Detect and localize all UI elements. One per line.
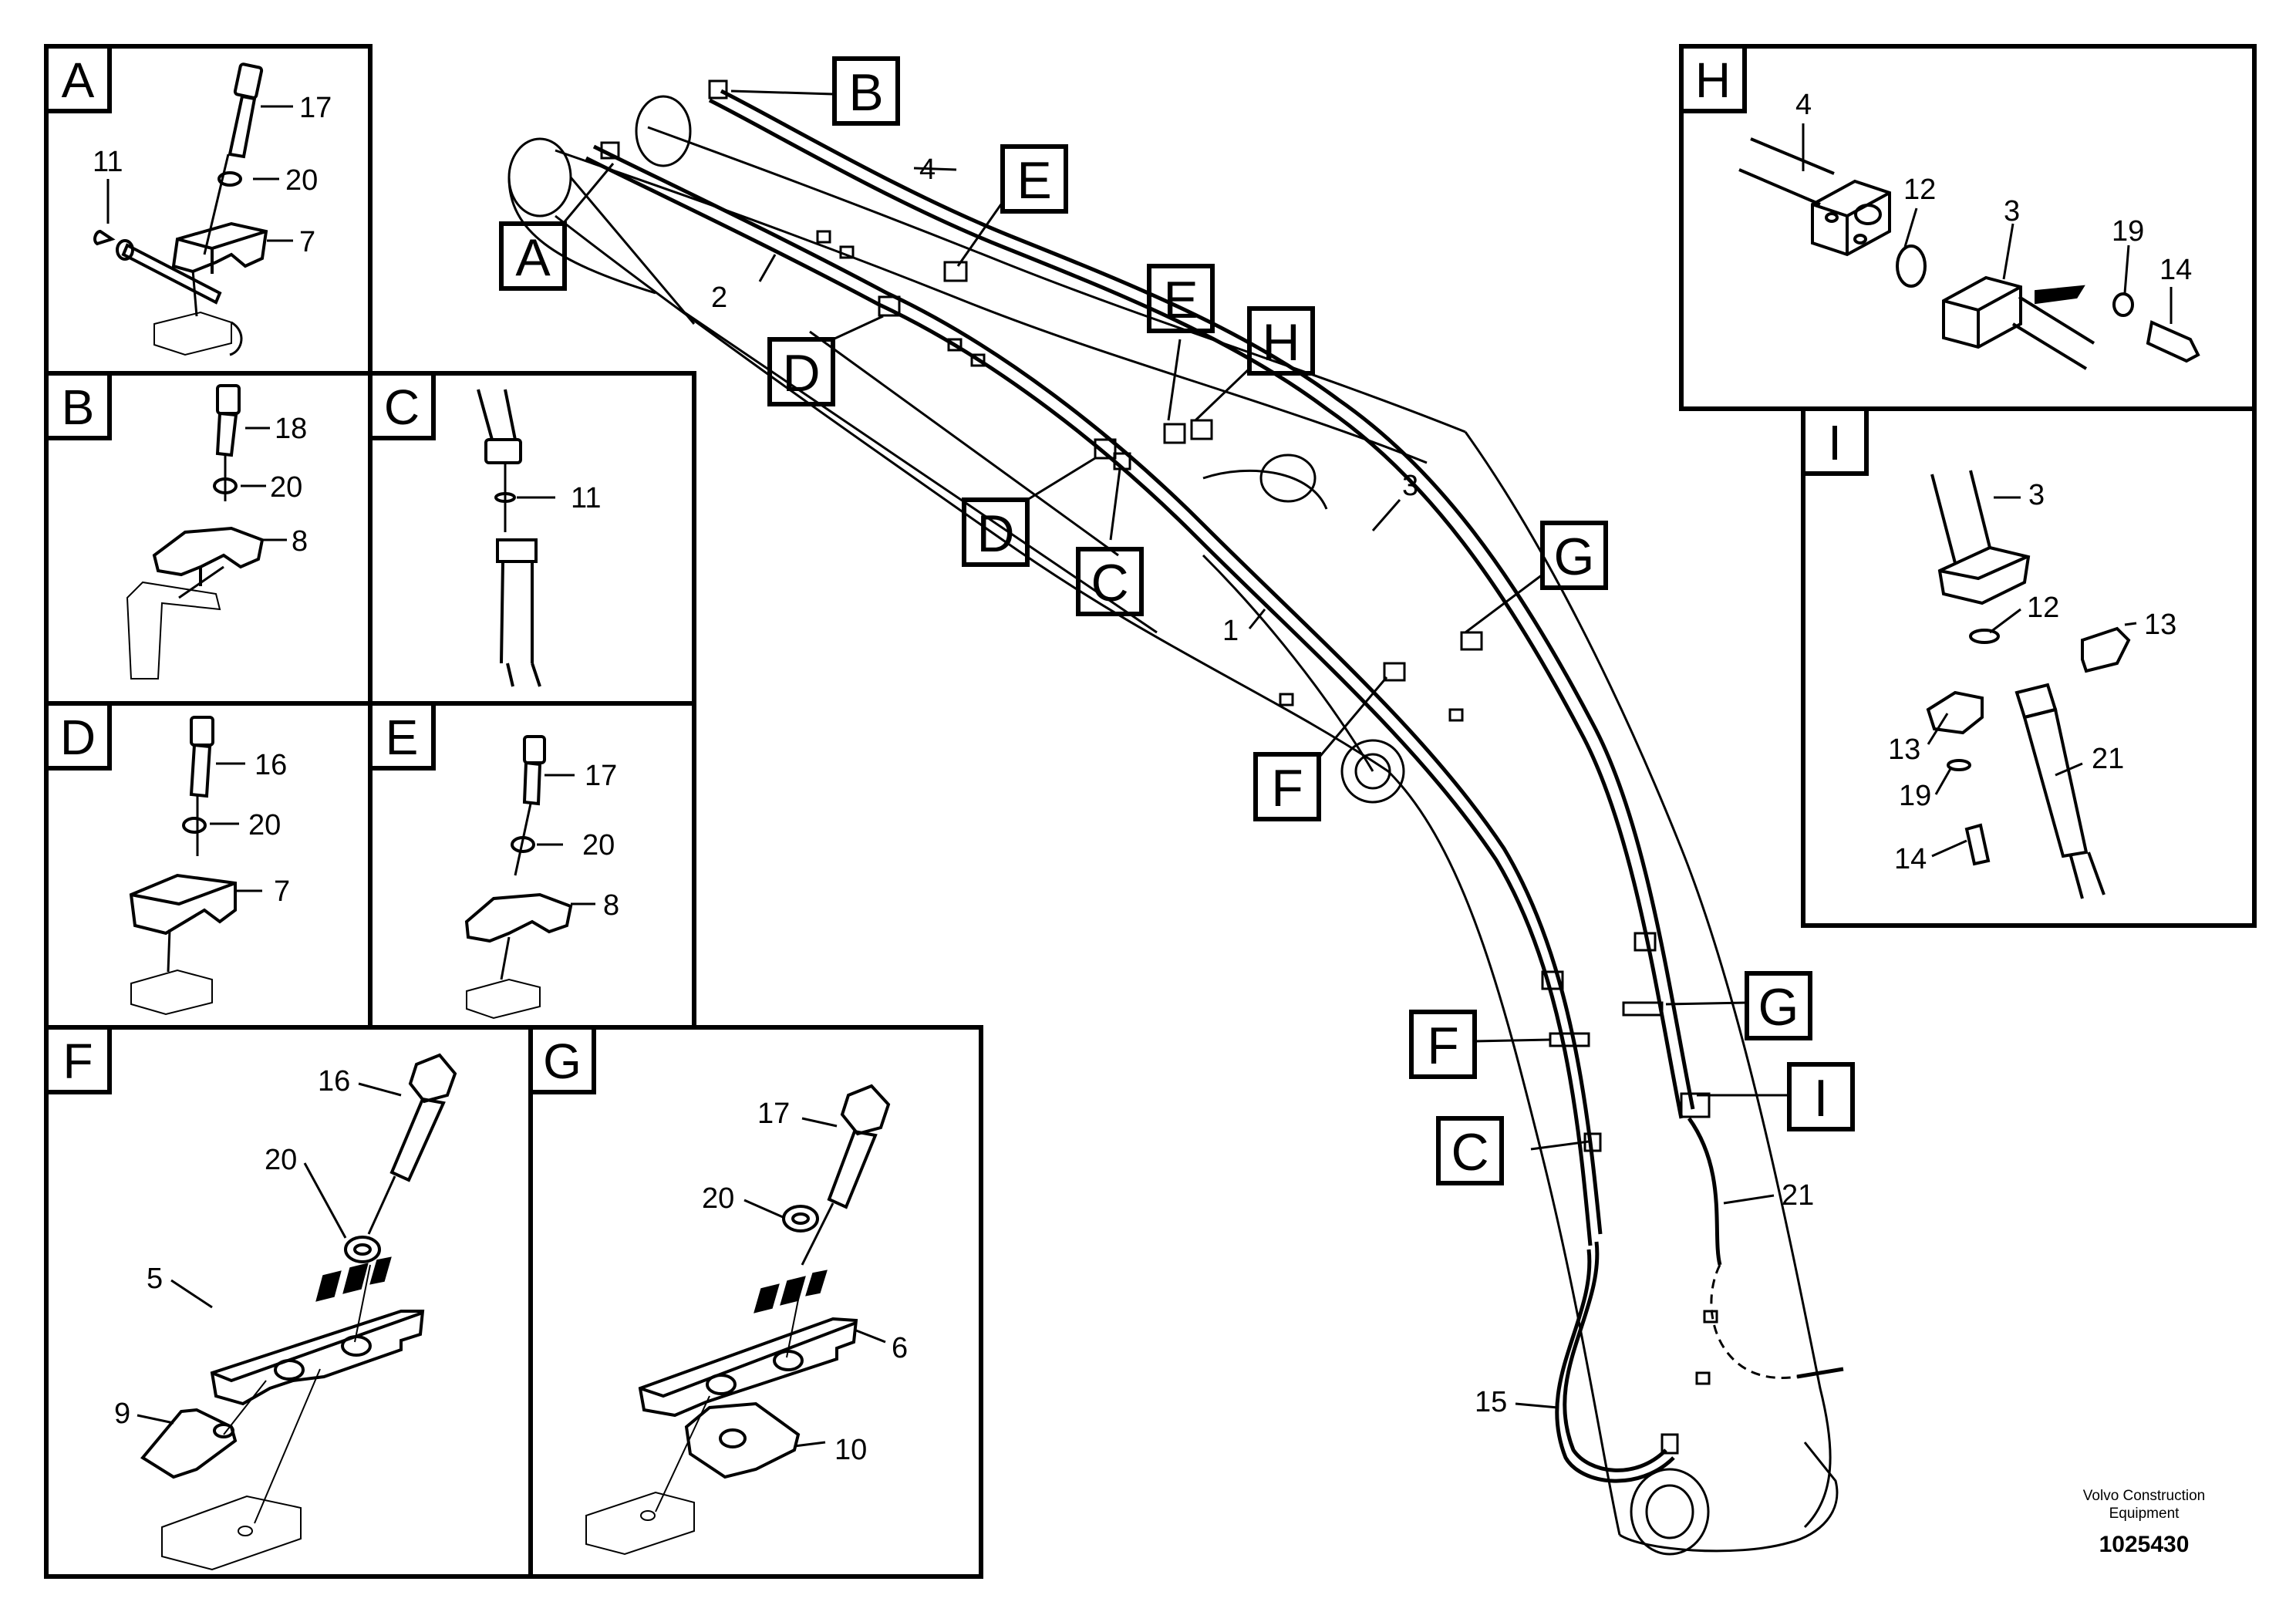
panel-letter-g: G xyxy=(543,1034,582,1089)
part-number: 20 xyxy=(582,829,615,862)
company-name-line2: Equipment xyxy=(2109,1506,2180,1522)
part-number: 13 xyxy=(2144,609,2176,641)
callout-letter: C xyxy=(1091,554,1128,612)
main-part-numbers: 4 2 3 1 21 15 xyxy=(711,153,1814,1418)
panel-letter-b: B xyxy=(62,379,95,435)
panel-letter-box xyxy=(44,701,112,771)
panel-letter-box xyxy=(528,1025,596,1094)
panel-letter-d: D xyxy=(60,710,96,765)
part-number: 7 xyxy=(299,226,315,258)
callout-leaders xyxy=(561,89,1789,1409)
part-number: 1 xyxy=(1222,615,1239,647)
part-number: 17 xyxy=(757,1098,790,1130)
panel-letter-c: C xyxy=(384,379,420,435)
part-number: 7 xyxy=(274,875,290,908)
part-number: 8 xyxy=(603,889,619,922)
document-number: 1025430 xyxy=(2099,1532,2190,1557)
boom-clamps xyxy=(600,79,1711,1455)
part-number: 12 xyxy=(2027,592,2059,624)
part-number: 16 xyxy=(255,749,287,781)
callout-letter: B xyxy=(848,63,883,122)
main-callout-letters: B A E E H D D C G F G F I C xyxy=(515,63,1828,1182)
part-number: 5 xyxy=(147,1263,163,1295)
part-number: 11 xyxy=(93,146,123,178)
part-number: 21 xyxy=(2092,743,2124,775)
part-number: 19 xyxy=(2112,215,2144,248)
panel-letter-i: I xyxy=(1828,415,1842,470)
detail-i xyxy=(1801,406,2257,928)
part-number: 19 xyxy=(1899,780,1931,812)
panel-letters: A B C D E F G H I xyxy=(60,52,1842,1089)
company-name: Volvo Construction xyxy=(2083,1488,2205,1504)
part-number: 16 xyxy=(318,1065,350,1098)
panel-letter-box xyxy=(368,371,436,440)
detail-d xyxy=(44,701,262,1016)
panel-part-numbers: 17 11 20 7 18 20 8 11 16 20 7 17 20 8 16… xyxy=(93,89,2192,1466)
part-number: 18 xyxy=(275,413,307,445)
part-number: 15 xyxy=(1475,1386,1507,1418)
panel-letter-box xyxy=(1679,44,1747,113)
part-number: 17 xyxy=(585,760,617,792)
callout-letter: E xyxy=(1163,271,1198,329)
left-panel-frames xyxy=(44,44,983,1579)
part-number: 11 xyxy=(571,482,601,514)
part-number: 13 xyxy=(1888,733,1920,766)
part-number: 4 xyxy=(1795,89,1812,121)
panel-letter-box xyxy=(44,44,112,113)
panel-letter-box xyxy=(44,371,112,440)
callout-boxes xyxy=(499,56,1855,1185)
callout-letter: G xyxy=(1554,528,1595,586)
part-number: 3 xyxy=(1402,470,1418,502)
part-number: 20 xyxy=(248,809,281,841)
callout-letter: H xyxy=(1262,313,1300,372)
footer: Volvo Construction Equipment 1025430 xyxy=(2083,1488,2205,1557)
panel-letter-box xyxy=(1801,406,1869,476)
detail-b xyxy=(44,371,287,679)
part-number: 2 xyxy=(711,282,727,314)
part-number: 21 xyxy=(1782,1179,1814,1212)
part-number: 14 xyxy=(2159,254,2192,286)
part-number: 20 xyxy=(702,1182,734,1215)
part-number: 20 xyxy=(270,471,302,504)
callout-letter: A xyxy=(515,228,551,287)
callout-letter: I xyxy=(1814,1069,1829,1128)
part-number: 4 xyxy=(919,153,936,186)
part-number: 6 xyxy=(892,1332,908,1364)
part-number: 20 xyxy=(265,1144,297,1176)
boom-outline xyxy=(507,95,1839,1556)
part-number: 10 xyxy=(834,1434,867,1466)
part-number: 3 xyxy=(2028,479,2045,511)
detail-c xyxy=(368,371,555,687)
part-number: 14 xyxy=(1894,843,1927,875)
part-number: 17 xyxy=(299,92,332,124)
callout-letter: G xyxy=(1758,978,1799,1037)
panel-letter-a: A xyxy=(62,52,95,108)
callout-letter: E xyxy=(1017,151,1051,210)
detail-a xyxy=(44,44,293,356)
detail-g xyxy=(528,1025,891,1556)
panel-letter-box xyxy=(368,701,436,771)
callout-letter: D xyxy=(976,504,1014,563)
callout-letter: D xyxy=(782,344,820,403)
part-number: 8 xyxy=(292,525,308,558)
part-number: 12 xyxy=(1903,174,1936,206)
hose-routing xyxy=(585,89,1844,1483)
detail-e xyxy=(368,701,595,1020)
part-number: 9 xyxy=(114,1398,130,1430)
callout-letter: F xyxy=(1427,1017,1459,1075)
panel-letter-e: E xyxy=(386,710,419,765)
panel-letter-box xyxy=(44,1025,112,1094)
panel-letter-h: H xyxy=(1695,52,1731,108)
detail-h xyxy=(1679,44,2257,411)
panel-letter-f: F xyxy=(62,1034,93,1089)
part-number: 3 xyxy=(2004,195,2020,228)
detail-f xyxy=(44,1025,457,1571)
part-number: 20 xyxy=(285,164,318,197)
callout-letter: C xyxy=(1451,1123,1489,1182)
callout-letter: F xyxy=(1271,759,1303,818)
